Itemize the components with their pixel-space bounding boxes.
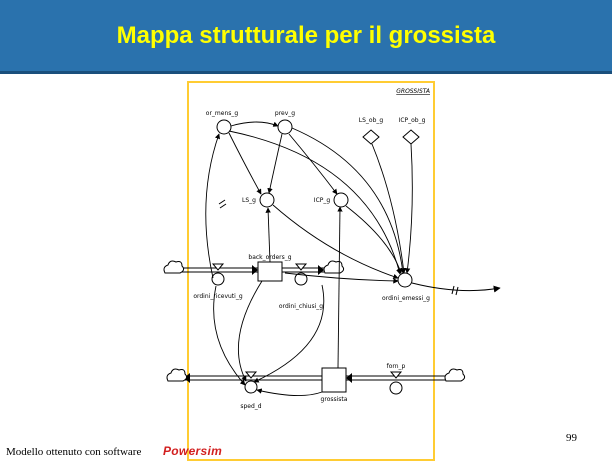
label-sped: sped_d (240, 403, 261, 410)
outgoing-order-arrow (411, 282, 501, 293)
aux-icp (333, 192, 349, 208)
sector-border (187, 81, 435, 461)
const-icp-ob (402, 129, 420, 145)
label-forn: forn_p (387, 363, 406, 370)
pipe-arrow-2 (318, 265, 324, 275)
label-icp: ICP_g (314, 197, 331, 204)
sector-label: GROSSISTA (396, 88, 430, 95)
aux-or-mens (216, 119, 232, 135)
info-links (205, 121, 413, 397)
label-prev: prev_g (275, 110, 295, 117)
const-ls-ob (362, 129, 380, 145)
powersim-logo: Powersim (163, 440, 222, 458)
aux-ls (259, 192, 275, 208)
footer-text: Modello ottenuto con software (6, 446, 142, 458)
label-or-mens: or_mens_g (206, 110, 239, 117)
label-ls-ob: LS_ob_g (359, 117, 384, 124)
aux-prev (277, 119, 293, 135)
cloud-icon (444, 368, 466, 382)
pipe-arrow-4 (346, 373, 352, 383)
slide-header (0, 0, 612, 71)
logo-text: Powersim (163, 444, 223, 458)
cloud-icon (166, 368, 188, 382)
delay-mark (218, 199, 227, 209)
label-ordini-emessi: ordini_emessi_g (382, 295, 430, 302)
delay-mark (451, 285, 459, 296)
header-rule (0, 71, 612, 74)
slide-title: Mappa strutturale per il grossista (116, 22, 496, 49)
label-ordini-chiusi: ordini_chiusi_g (279, 303, 323, 310)
cloud-icon (323, 260, 345, 274)
label-icp-ob: ICP_ob_g (399, 117, 426, 124)
cloud-icon (163, 260, 185, 274)
label-ls: LS_g (242, 197, 256, 204)
valve-forn (389, 371, 403, 395)
pipe-arrow-1 (252, 265, 258, 275)
valve-sped (244, 371, 258, 394)
page-number: 99 (566, 432, 577, 444)
valve-ordini-ricevuti (211, 263, 225, 286)
valve-ordini-chiusi (294, 263, 308, 286)
label-ordini-ricevuti: ordini_ricevuti_g (193, 293, 242, 300)
label-grossista: grossista (321, 396, 348, 403)
stock-grossista (321, 367, 347, 393)
aux-ordini-emessi (397, 272, 413, 288)
pipe-arrow-3 (184, 373, 190, 383)
stock-back-orders (257, 261, 283, 282)
